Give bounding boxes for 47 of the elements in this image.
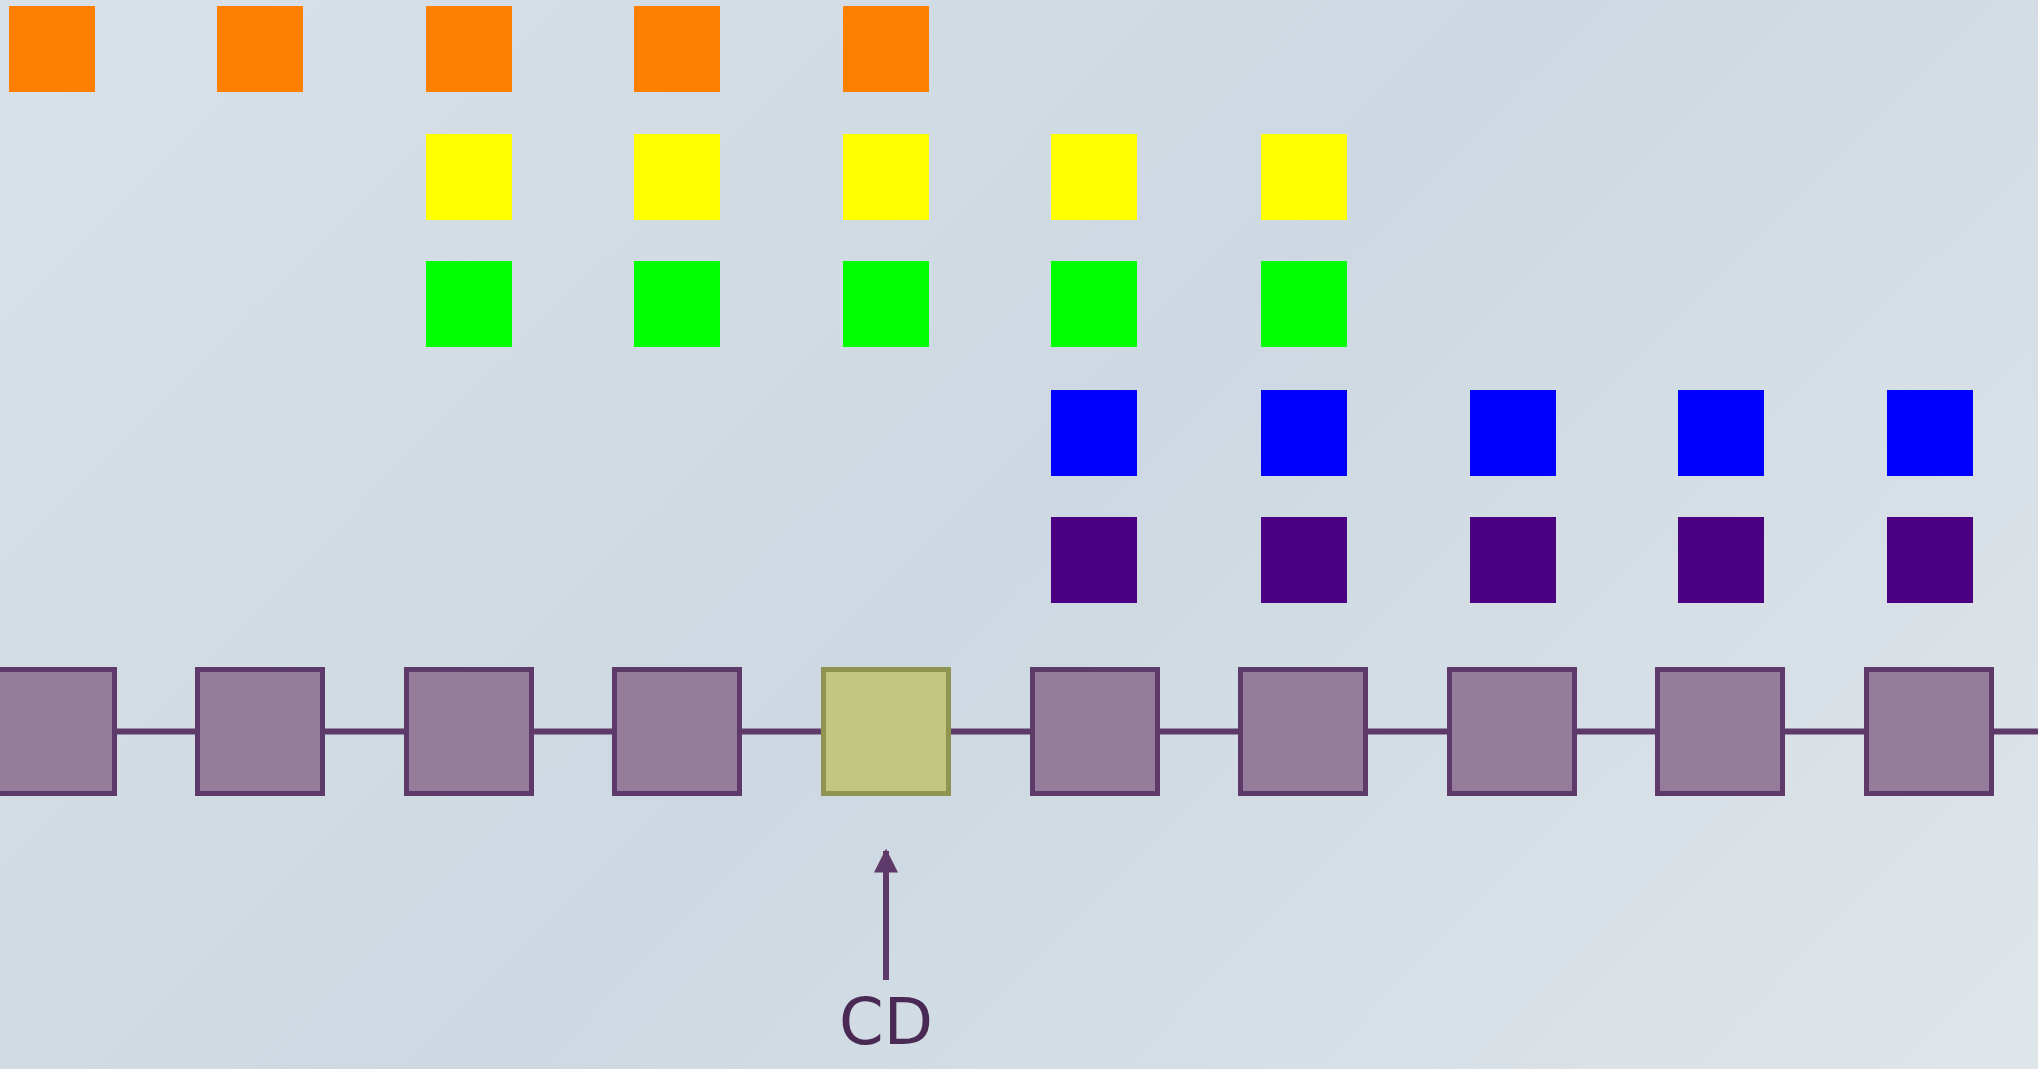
colored-square xyxy=(1051,517,1137,603)
chain-box xyxy=(404,667,534,796)
colored-square xyxy=(1887,390,1973,476)
colored-square xyxy=(843,261,929,347)
connector-line xyxy=(117,728,195,735)
chain-box xyxy=(195,667,325,796)
colored-square xyxy=(843,134,929,220)
chain-box xyxy=(1447,667,1577,796)
connector-line xyxy=(1368,728,1447,735)
colored-square xyxy=(843,6,929,92)
connector-line xyxy=(1160,728,1238,735)
colored-square xyxy=(1678,517,1764,603)
colored-square xyxy=(217,6,303,92)
chain-box xyxy=(612,667,742,796)
colored-square xyxy=(1678,390,1764,476)
chain-box xyxy=(1864,667,1994,796)
connector-line xyxy=(1785,728,1864,735)
connector-line xyxy=(325,728,404,735)
connector-line xyxy=(951,728,1030,735)
chain-box xyxy=(1030,667,1160,796)
colored-square xyxy=(426,134,512,220)
colored-square xyxy=(1261,261,1347,347)
colored-square xyxy=(1887,517,1973,603)
connector-line xyxy=(1577,728,1655,735)
colored-square xyxy=(1051,390,1137,476)
colored-square xyxy=(426,261,512,347)
connector-line xyxy=(742,728,821,735)
colored-square xyxy=(1470,390,1556,476)
colored-square xyxy=(1051,134,1137,220)
colored-square xyxy=(1261,134,1347,220)
connector-line xyxy=(1994,728,2038,735)
colored-square xyxy=(1051,261,1137,347)
colored-square xyxy=(1470,517,1556,603)
colored-square xyxy=(634,261,720,347)
label-text: CD xyxy=(821,990,951,1060)
colored-square xyxy=(1261,517,1347,603)
colored-square xyxy=(1261,390,1347,476)
highlighted-box xyxy=(821,667,951,796)
chain-box xyxy=(1238,667,1368,796)
connector-line xyxy=(534,728,612,735)
colored-square xyxy=(634,6,720,92)
colored-square xyxy=(634,134,720,220)
colored-square xyxy=(426,6,512,92)
chain-box xyxy=(0,667,117,796)
colored-square xyxy=(9,6,95,92)
arrow xyxy=(874,848,898,980)
chain-box xyxy=(1655,667,1785,796)
